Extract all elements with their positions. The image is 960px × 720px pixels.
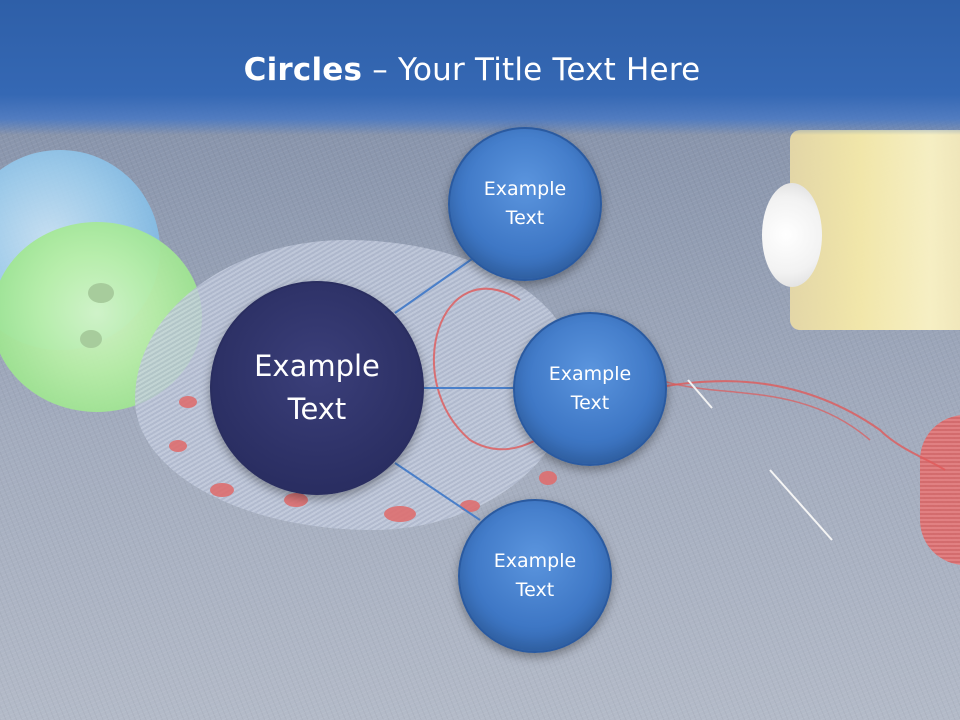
center-circle-label: Example Text bbox=[254, 348, 380, 427]
button-hole bbox=[80, 330, 102, 348]
connectors bbox=[394, 258, 514, 521]
branch-circle-label: Example Text bbox=[483, 177, 567, 229]
needle bbox=[687, 379, 713, 409]
center-circle[interactable]: Example Text bbox=[210, 281, 424, 495]
branch-circle-middle[interactable]: Example Text bbox=[513, 312, 667, 466]
red-thread bbox=[433, 287, 946, 471]
title-bold: Circles bbox=[243, 52, 363, 88]
red-thread bbox=[659, 379, 871, 441]
spool-cap-image bbox=[762, 183, 822, 287]
connector-line bbox=[394, 258, 473, 314]
needle bbox=[769, 469, 833, 541]
header-band bbox=[0, 0, 960, 135]
red-stitches bbox=[169, 396, 557, 522]
connector-line bbox=[394, 462, 481, 521]
red-thread-spool-image bbox=[920, 415, 960, 565]
slide-title[interactable]: Circles – Your Title Text Here bbox=[0, 52, 944, 88]
branch-circle-label: Example Text bbox=[548, 362, 632, 414]
button-hole bbox=[88, 283, 114, 303]
branch-circle-label: Example Text bbox=[493, 549, 577, 601]
title-rest: – Your Title Text Here bbox=[362, 52, 701, 88]
branch-circle-bottom[interactable]: Example Text bbox=[458, 499, 612, 653]
branch-circle-top[interactable]: Example Text bbox=[448, 127, 602, 281]
